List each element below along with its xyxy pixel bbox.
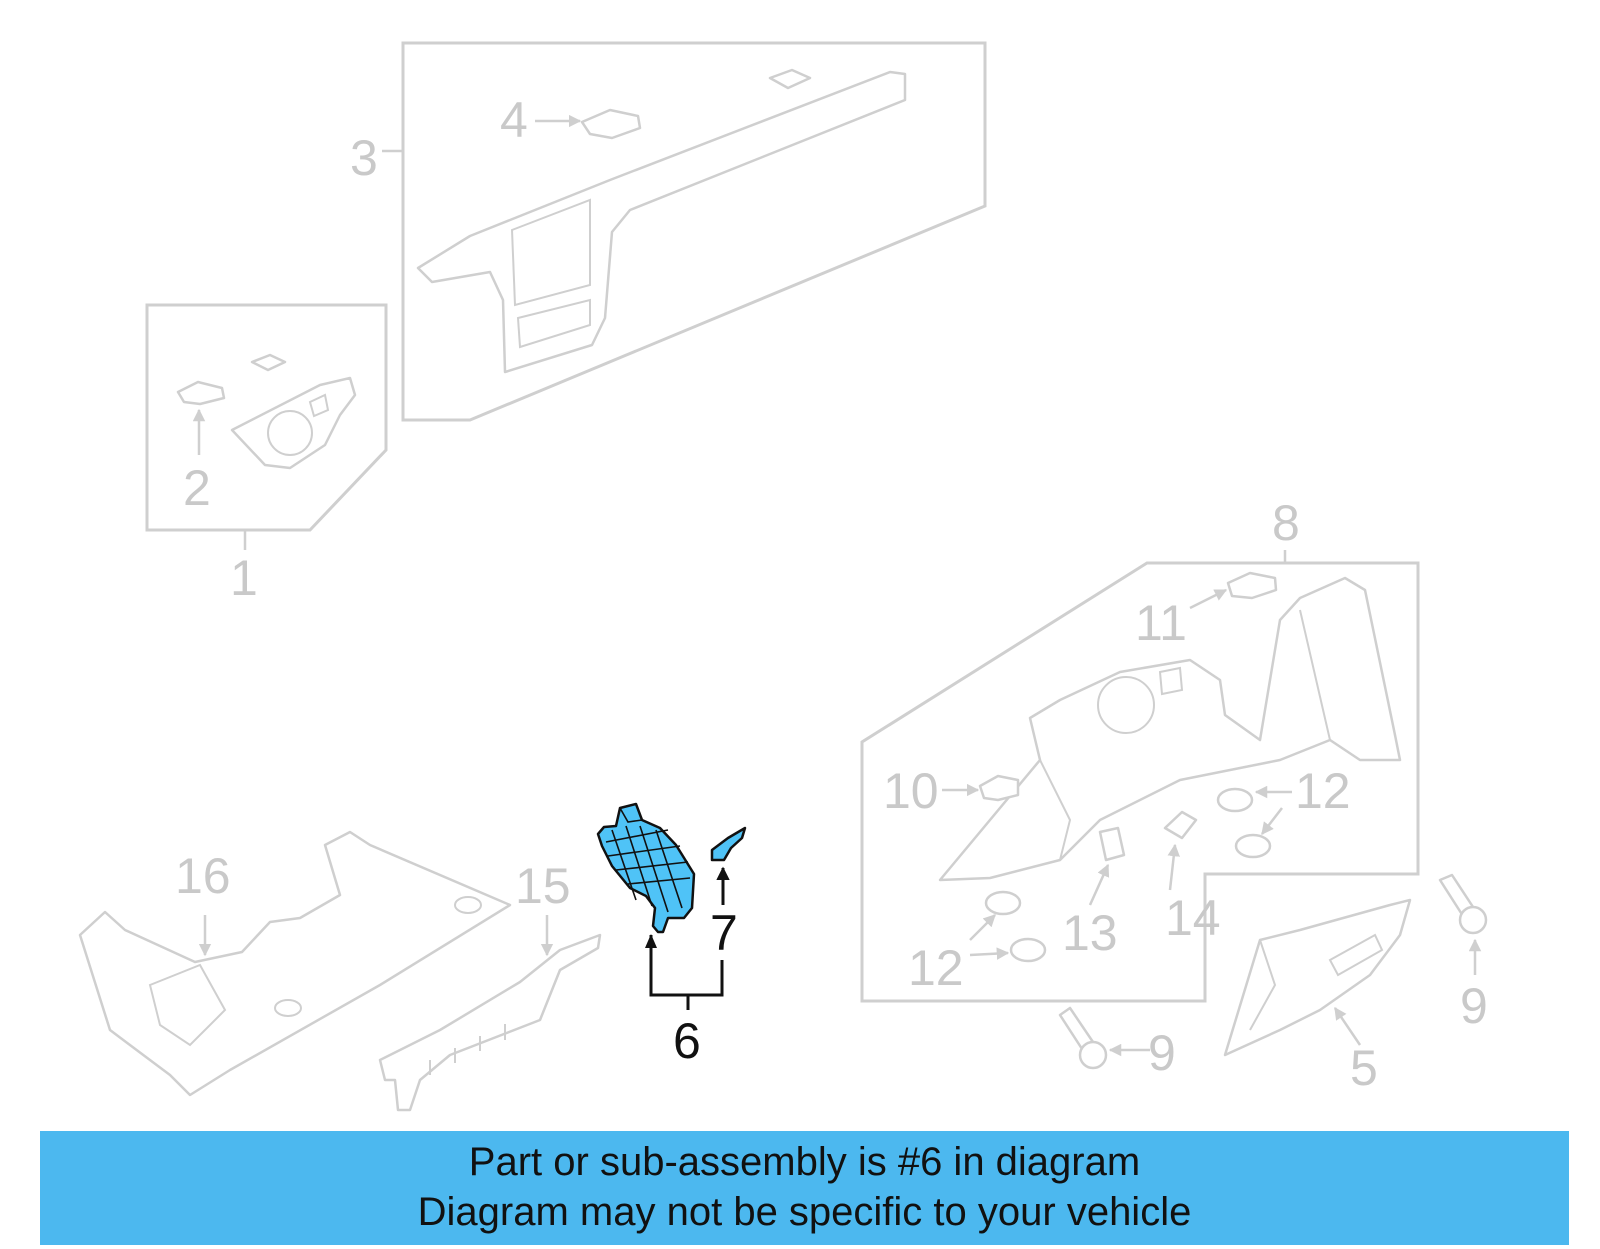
dash-trim-panel — [416, 70, 907, 374]
callout-12-lower: 12 — [908, 940, 964, 996]
callout-7: 7 — [710, 905, 738, 961]
callout-16: 16 — [175, 848, 231, 904]
callout-11: 11 — [1135, 595, 1187, 651]
glove-box-door — [1223, 898, 1412, 1057]
knee-panel-hole-a — [454, 896, 482, 914]
glove-box-bin — [1249, 939, 1277, 1031]
trim-strip-ribs — [429, 1024, 506, 1075]
leader-13 — [1088, 863, 1110, 906]
callout-6: 6 — [673, 1013, 701, 1069]
grommet-12-lower-a — [984, 890, 1022, 916]
bracket-6-grid — [605, 825, 691, 913]
callout-10: 10 — [883, 763, 939, 819]
clip-2 — [176, 380, 226, 406]
callout-5: 5 — [1350, 1040, 1378, 1096]
part-5-group: 5 — [1223, 898, 1412, 1096]
callout-14: 14 — [1165, 890, 1221, 946]
banner-line-disclaimer: Diagram may not be specific to your vehi… — [417, 1190, 1192, 1234]
clip-14 — [1163, 810, 1198, 840]
callout-3: 3 — [350, 130, 378, 186]
assembly-1-box — [145, 303, 388, 532]
callout-13: 13 — [1062, 905, 1118, 961]
part-15-group: 15 — [378, 858, 602, 1112]
bracket-6-flange — [618, 803, 644, 823]
leader-14 — [1167, 843, 1180, 891]
callout-2: 2 — [183, 460, 211, 516]
clip-3-top — [768, 68, 812, 90]
lower-dash-panel — [938, 576, 1402, 882]
leader-6-arrow — [645, 934, 657, 948]
callout-9-right: 9 — [1460, 978, 1488, 1034]
clip-10 — [978, 774, 1020, 802]
grommet-12-upper-b — [1234, 833, 1272, 859]
clip-13 — [1098, 826, 1126, 862]
banner-line-part: Part or sub-assembly is #6 in diagram — [468, 1140, 1141, 1184]
assembly-8-group: 8 11 10 12 13 14 12 — [860, 495, 1420, 1003]
callout-4: 4 — [500, 92, 528, 148]
knee-panel-pocket — [148, 963, 227, 1047]
clip-1-top — [250, 353, 287, 372]
callout-8: 8 — [1272, 495, 1300, 551]
switch-bezel-ring — [267, 410, 313, 456]
leader-12-upper-b — [1261, 807, 1283, 835]
trim-strip — [378, 933, 602, 1112]
clip-11 — [1226, 571, 1278, 600]
grommet-12-lower-b — [1009, 937, 1047, 963]
assembly-8-box — [860, 561, 1420, 1003]
lower-dash-column-cutout — [1039, 759, 1072, 861]
bolts-9-group: 9 9 — [1058, 873, 1488, 1081]
callout-1: 1 — [230, 550, 258, 606]
assembly-3-box — [401, 41, 987, 422]
leader-5 — [1333, 1006, 1362, 1046]
part-16-group: 16 — [78, 830, 512, 1097]
knee-panel — [78, 830, 512, 1097]
switch-bezel — [230, 376, 357, 470]
leader-12-lower-a — [969, 914, 996, 941]
lower-dash-vent-ring — [1097, 676, 1156, 734]
bolt-9-lower-head — [1078, 1040, 1108, 1070]
dash-trim-lower-opening — [516, 298, 591, 349]
bolt-9-right-head — [1458, 905, 1488, 935]
callout-15: 15 — [515, 858, 571, 914]
highlighted-bracket-6[interactable] — [596, 802, 696, 934]
info-banner: Part or sub-assembly is #6 in diagram Di… — [40, 1131, 1569, 1245]
knee-panel-hole-b — [274, 999, 302, 1017]
dash-trim-upper-opening — [510, 198, 591, 307]
clip-4 — [580, 108, 642, 140]
clip-7[interactable] — [710, 826, 747, 862]
assembly-3-group: 3 4 — [350, 41, 987, 422]
glove-box-handle — [1328, 933, 1384, 977]
switch-bezel-button — [308, 393, 330, 418]
leader-11 — [1189, 588, 1228, 610]
callout-12-upper: 12 — [1295, 763, 1351, 819]
lower-dash-side-rib — [1299, 609, 1331, 741]
callout-9-lower: 9 — [1148, 1025, 1176, 1081]
grommet-12-upper-a — [1216, 787, 1254, 813]
leader-12-lower-b — [969, 947, 1010, 960]
assembly-1-group: 2 1 — [145, 303, 388, 606]
part-6-group[interactable]: 7 6 — [596, 802, 747, 1069]
lower-dash-switch — [1158, 666, 1184, 696]
